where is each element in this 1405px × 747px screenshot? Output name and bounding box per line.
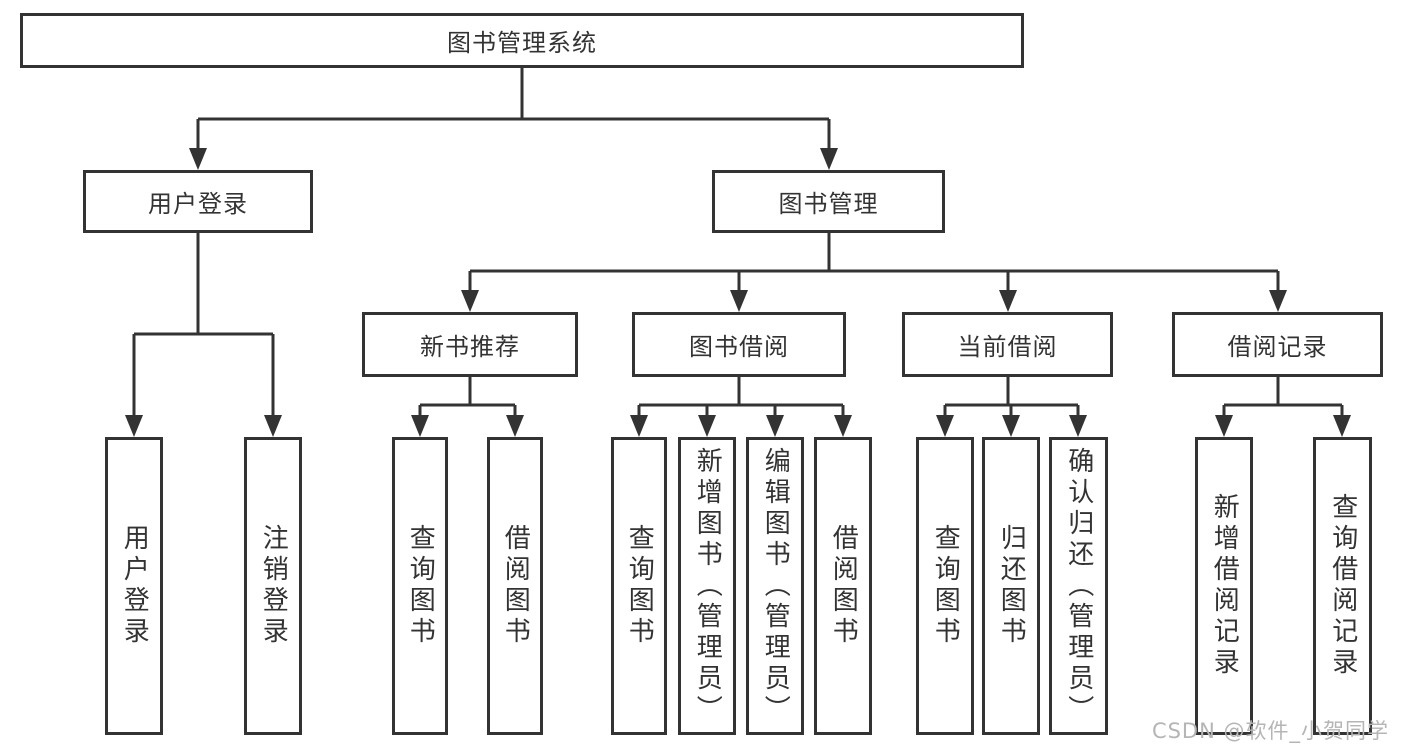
arrowheads-book-borrow — [630, 415, 852, 437]
node-label: 当前借阅 — [957, 333, 1058, 361]
leaf-label: 新增图书（管理员） — [692, 446, 723, 726]
leaf-label: 归还图书 — [996, 524, 1027, 648]
leaf-edit-book-admin: 编辑图书（管理员） — [746, 437, 804, 735]
csdn-watermark: CSDN @软件_小贺同学 — [1151, 719, 1389, 743]
connector-root — [196, 68, 831, 150]
leaf-label: 查询图书 — [405, 524, 436, 648]
leaf-confirm-return-admin: 确认归还（管理员） — [1049, 437, 1108, 735]
leaf-query-books-borrow: 查询图书 — [611, 437, 667, 735]
node-library-management-system: 图书管理系统 — [20, 13, 1024, 68]
leaf-borrow-books-recommend: 借阅图书 — [487, 437, 543, 735]
leaf-label: 借阅图书 — [828, 524, 859, 648]
node-user-login: 用户登录 — [83, 170, 313, 233]
node-book-borrow: 图书借阅 — [632, 312, 846, 377]
leaf-label: 确认归还（管理员） — [1063, 446, 1094, 726]
arrowheads-current-borrow — [936, 415, 1087, 437]
connector-new-book-recommend — [418, 377, 517, 417]
arrowheads-new-book-recommend — [411, 415, 524, 437]
leaf-label: 查询借阅记录 — [1327, 493, 1358, 679]
node-new-book-recommend: 新书推荐 — [362, 312, 578, 377]
node-label: 用户登录 — [148, 190, 248, 218]
leaf-borrow-books: 借阅图书 — [814, 437, 872, 735]
node-label: 图书借阅 — [689, 333, 789, 361]
node-borrow-records: 借阅记录 — [1172, 312, 1383, 377]
arrowheads-user-login — [125, 415, 282, 437]
arrowheads-root — [189, 148, 838, 170]
leaf-query-books-current: 查询图书 — [916, 437, 974, 735]
arrowheads-book-management — [461, 290, 1287, 312]
connector-book-management — [468, 233, 1280, 292]
node-label: 新书推荐 — [420, 333, 520, 361]
leaf-logout: 注销登录 — [244, 437, 302, 735]
node-current-borrow: 当前借阅 — [902, 312, 1113, 377]
leaf-query-borrow-record: 查询借阅记录 — [1313, 437, 1372, 735]
node-label: 借阅记录 — [1227, 333, 1328, 361]
leaf-add-borrow-record: 新增借阅记录 — [1195, 437, 1253, 735]
leaf-label: 查询图书 — [624, 524, 655, 648]
leaf-label: 新增借阅记录 — [1209, 493, 1240, 679]
node-label: 图书管理 — [778, 190, 879, 218]
node-label: 图书管理系统 — [447, 29, 597, 57]
leaf-label: 编辑图书（管理员） — [760, 446, 791, 726]
connector-current-borrow — [943, 377, 1080, 417]
leaf-label: 用户登录 — [119, 524, 150, 648]
leaf-return-book: 归还图书 — [982, 437, 1040, 735]
leaf-add-book-admin: 新增图书（管理员） — [678, 437, 736, 735]
leaf-label: 注销登录 — [258, 524, 289, 648]
connector-book-borrow — [637, 377, 845, 417]
connector-user-login — [132, 233, 275, 417]
leaf-label: 借阅图书 — [500, 524, 531, 648]
leaf-label: 查询图书 — [930, 524, 961, 648]
node-book-management: 图书管理 — [712, 170, 945, 233]
connector-borrow-records — [1222, 377, 1344, 417]
leaf-query-books-recommend: 查询图书 — [392, 437, 448, 735]
arrowheads-borrow-records — [1215, 415, 1351, 437]
leaf-user-login: 用户登录 — [105, 437, 163, 735]
